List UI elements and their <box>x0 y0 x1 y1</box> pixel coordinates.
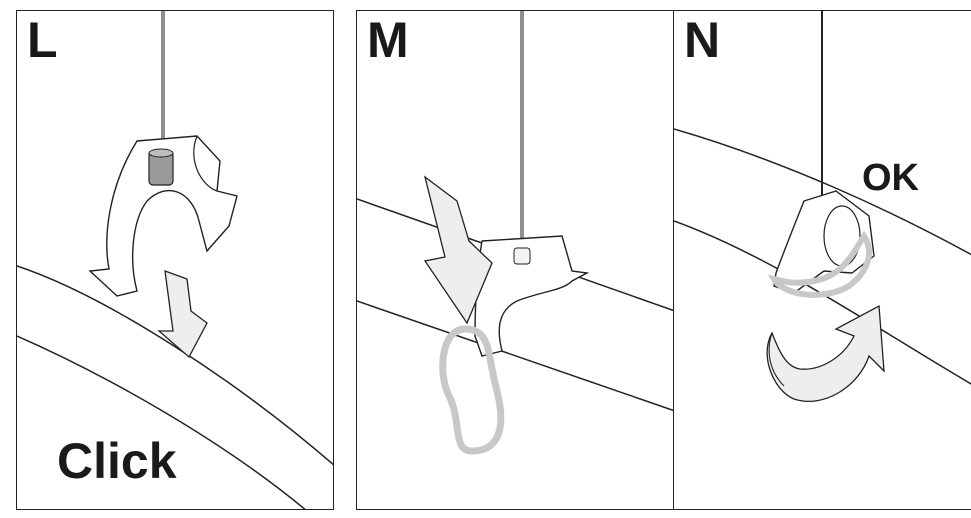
pipe-bottom-edge <box>674 221 971 396</box>
panel-m: M <box>356 10 674 510</box>
arrow-down-icon <box>425 177 492 323</box>
panel-l-drawing <box>17 11 334 510</box>
loop-icon <box>774 236 869 295</box>
panel-n-drawing <box>674 11 971 510</box>
loop-icon <box>443 329 501 451</box>
wire-bead <box>514 248 530 264</box>
panel-l: L Click <box>16 10 334 510</box>
ok-caption: OK <box>862 157 919 199</box>
arrow-rotate-icon <box>767 306 884 401</box>
panel-m-drawing <box>357 11 674 510</box>
pipe-top-edge <box>17 266 334 466</box>
pipe-clip <box>475 236 587 356</box>
panel-letter: L <box>27 12 58 68</box>
arrow-down-icon <box>159 271 207 357</box>
panel-n: N OK <box>673 10 971 510</box>
pipe-bottom-edge <box>357 301 674 411</box>
click-caption: Click <box>57 433 177 489</box>
pipe-bottom-edge <box>17 336 307 510</box>
panel-letter: N <box>684 12 721 68</box>
pipe-top-edge <box>674 129 971 266</box>
panel-letter: M <box>367 12 409 68</box>
